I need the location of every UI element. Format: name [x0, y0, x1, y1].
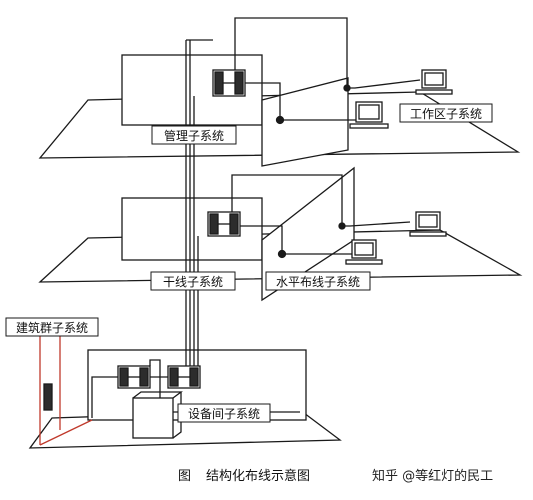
- label-work-area: 工作区子系统: [399, 103, 493, 123]
- label-horizontal: 水平布线子系统: [265, 271, 371, 291]
- top-floor-riser-partition: [261, 77, 349, 167]
- label-campus-text: 建筑群子系统: [16, 320, 88, 335]
- label-management: 管理子系统: [151, 125, 237, 145]
- campus-connector: [43, 383, 53, 411]
- middle-floor: [38, 166, 523, 302]
- label-horizontal-text: 水平布线子系统: [276, 275, 360, 289]
- label-management-text: 管理子系统: [164, 128, 224, 143]
- middle-floor-room-box: [121, 197, 263, 261]
- watermark-text: 知乎 @等红灯的民工: [372, 468, 493, 484]
- middle-workstation-pc-1: [345, 239, 383, 265]
- bottom-floor: [28, 349, 342, 449]
- label-work-area-text: 工作区子系统: [410, 107, 482, 121]
- label-equipment-room: 设备间子系统: [177, 403, 271, 423]
- label-backbone: 干线子系统: [150, 271, 236, 291]
- label-equipment-room-text: 设备间子系统: [188, 407, 260, 421]
- middle-workstation-pc-2: [409, 211, 447, 237]
- top-workstation-pc-1: [349, 101, 389, 129]
- top-floor: [38, 17, 521, 167]
- caption-title: 结构化布线示意图: [206, 468, 310, 484]
- caption-prefix: 图: [178, 469, 191, 484]
- top-workstation-pc-2: [415, 69, 453, 95]
- label-backbone-text: 干线子系统: [163, 275, 223, 289]
- label-campus: 建筑群子系统: [5, 317, 99, 337]
- equipment-room-box: [132, 397, 174, 439]
